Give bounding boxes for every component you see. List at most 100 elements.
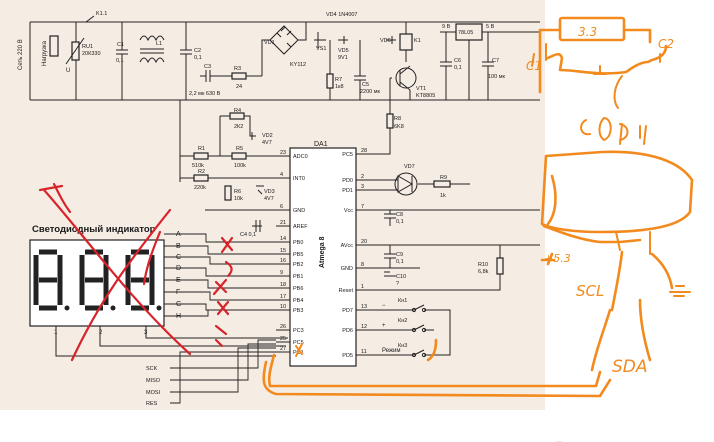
chip-pin-name: PC5 (293, 340, 304, 346)
chip-pin-number: 21 (280, 220, 286, 226)
segment-label: G (176, 301, 181, 308)
c2-label: C2 (194, 48, 201, 54)
relay-contact-label: K1.1 (96, 11, 107, 17)
r8-value: 6K8 (394, 124, 404, 130)
segment-wire (164, 256, 276, 265)
r9-value: 1k (440, 193, 446, 199)
chip-pin-name: PB3 (293, 308, 303, 314)
chip-pin-number: 6 (280, 204, 283, 210)
chip-pin-number: 26 (280, 324, 286, 330)
spi-label: MISO (146, 378, 161, 384)
chip-pin-name: PD5 (342, 353, 353, 359)
relay-k1 (399, 33, 413, 51)
digit-1 (33, 249, 70, 311)
button-ref: Кн1 (398, 298, 407, 304)
spi-wire (170, 351, 276, 404)
c6-label: C6 (454, 58, 461, 64)
vd3-label: VD3 (264, 189, 275, 195)
reg-label: 78L05 (458, 30, 473, 36)
r3-value: 24 (236, 84, 242, 90)
chip-pin-name: PD1 (342, 188, 353, 194)
segment-label: E (176, 277, 181, 284)
chip-pin-number: 1 (361, 284, 364, 290)
r1-value: 510k (192, 163, 204, 169)
segment-wire (164, 245, 276, 255)
chip-pin-name: PC5 (342, 152, 353, 158)
out-5v: 5 В (486, 24, 495, 30)
chip-pin-name: AREF (293, 224, 308, 230)
chip-pin-number: 14 (280, 236, 286, 242)
load-label: Нагрузка (42, 40, 48, 66)
r6-value: 10k (234, 196, 243, 202)
segment-wires (164, 233, 276, 317)
chip-pin-name: PB0 (293, 240, 303, 246)
chip-pin-name: PB4 (293, 298, 303, 304)
button-ref: Кн3 (398, 343, 407, 349)
chip-ref: DA1 (314, 141, 328, 148)
button-label: − (382, 303, 386, 309)
r1-label: R1 (198, 146, 205, 152)
button-switch (370, 349, 434, 356)
mcu-chip (289, 147, 357, 367)
c6-value: 0,1 (454, 65, 462, 71)
chip-pin-number: 2 (361, 174, 364, 180)
c9-value: 0,1 (396, 259, 404, 265)
transistor-vt1 (395, 67, 417, 89)
segment-label: C (176, 254, 181, 261)
c1-label: C1 (117, 42, 124, 48)
vt1-label: VT1 (416, 86, 426, 92)
spi-wire (170, 343, 276, 381)
r4-label: R4 (234, 108, 241, 114)
ru1-label: RU1 (82, 44, 93, 50)
chip-pin-name: ADC0 (293, 154, 308, 160)
chip-pin-name: Reset (339, 288, 354, 294)
chip-pin-number: 11 (361, 349, 367, 355)
chip-pin-number: 8 (361, 262, 364, 268)
chip-pin-number: 4 (280, 172, 283, 178)
vd2-label: VD2 (262, 133, 273, 139)
chip-left-pins: 23ADC04INT06GND21AREF14PB015PB516PB29PB1… (276, 150, 308, 356)
orange-sketch: 3.3 C2 C1 +5.3 SCL SDA (262, 16, 694, 398)
r7-label: R7 (335, 77, 342, 83)
k1-label: K1 (414, 38, 421, 44)
digit-3 (125, 249, 162, 311)
c7-label: C7 (492, 58, 499, 64)
chip-pin-number: 23 (280, 150, 286, 156)
vd1-label: VD1 (264, 40, 275, 46)
r8-label: R8 (394, 116, 401, 122)
plus5-note: +5.3 (544, 252, 571, 265)
u-label: U (66, 68, 70, 74)
chip-pin-name: PD6 (342, 328, 353, 334)
c4-label: C4 0,1 (240, 232, 256, 238)
chip-pin-number: 27 (280, 346, 286, 352)
chip-pin-name: GND (341, 266, 353, 272)
chip-pin-number: 15 (280, 248, 286, 254)
chip-pin-name: Vcc (344, 208, 353, 214)
r2-value: 220k (194, 185, 206, 191)
r4-value: 2К2 (234, 124, 243, 130)
corner-caption: ... (556, 437, 562, 442)
chip-pin-name: PB5 (293, 252, 303, 258)
vd2-value: 4V7 (262, 140, 272, 146)
c10-value: ? (396, 281, 399, 287)
scl-note: SCL (576, 282, 604, 300)
chip-pin-number: 7 (361, 204, 364, 210)
vd7-label: VD7 (404, 164, 415, 170)
r10-label: R10 (478, 262, 488, 268)
chip-pin-number: 20 (361, 239, 367, 245)
c8-value: 0,1 (396, 219, 404, 225)
chip-pin-number: 16 (280, 258, 286, 264)
chip-pin-name: PD7 (342, 308, 353, 314)
segment-wire (164, 233, 276, 243)
spi-wire (170, 339, 276, 369)
schematic-paper (0, 0, 545, 410)
vs1-label: VS1 (316, 46, 326, 52)
vd1-value: KY112 (290, 62, 306, 68)
c10-label: C10 (396, 274, 406, 280)
chip-pin-number: 17 (280, 294, 286, 300)
sda-note: SDA (612, 357, 648, 377)
vd5-value: 9V1 (338, 55, 348, 61)
spi-label: MOSI (146, 390, 161, 396)
